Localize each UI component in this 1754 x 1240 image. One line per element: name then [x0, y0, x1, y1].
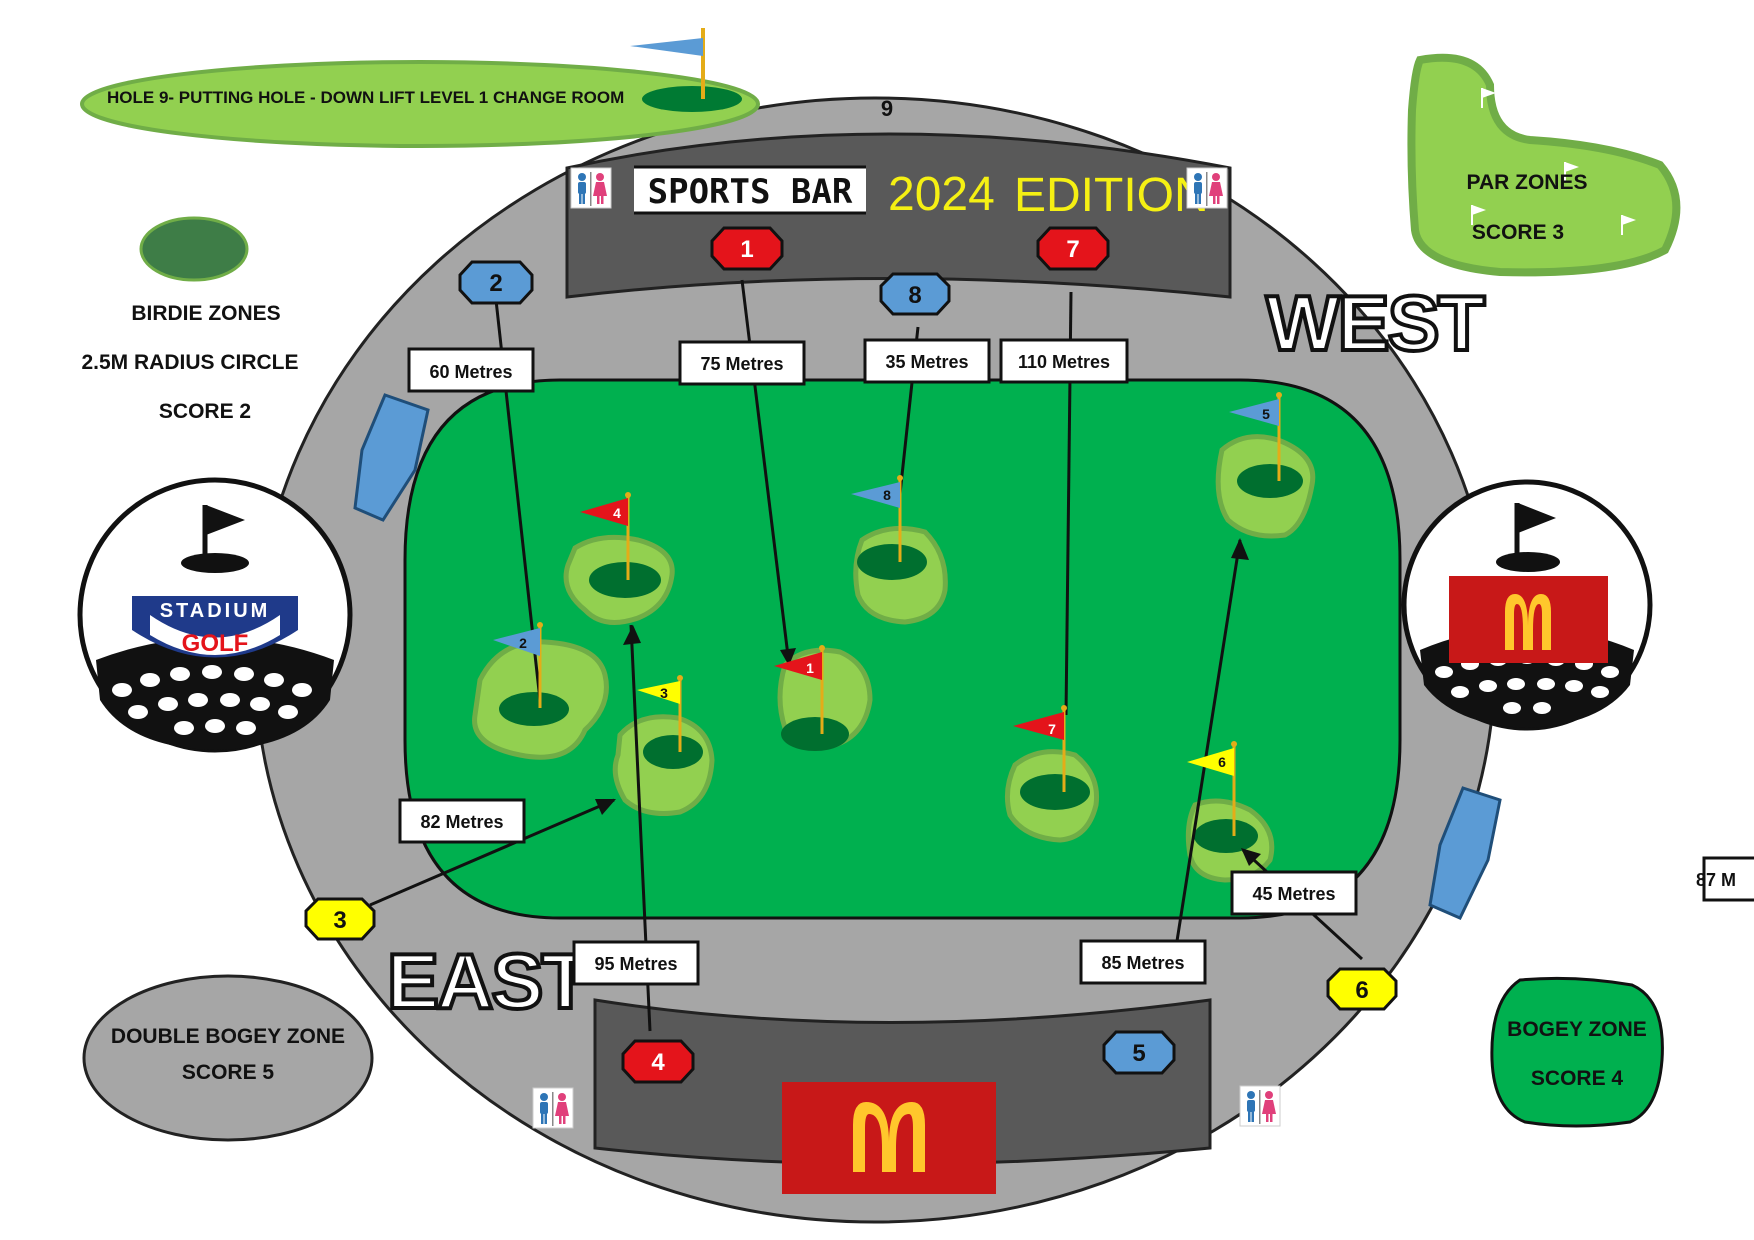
flag-4: 4 [580, 492, 631, 580]
edition-year: 2024 [888, 168, 995, 221]
distance-label-4: 95 Metres [572, 940, 700, 986]
green-flags: 2 4 3 1 8 7 6 5 [493, 392, 1282, 836]
hole9-stadium-marker: 9 [881, 96, 893, 121]
green-3 [612, 714, 715, 816]
hole9-flag [630, 38, 703, 56]
svg-text:85 Metres: 85 Metres [1101, 953, 1184, 973]
par-zones-score: SCORE 3 [1472, 221, 1564, 244]
svg-text:8: 8 [908, 282, 921, 309]
svg-text:3: 3 [333, 907, 346, 934]
tee-marker-6[interactable]: 6 [1326, 967, 1398, 1011]
water-hazard-east [1428, 786, 1502, 920]
par-zones-title: PAR ZONES [1467, 171, 1588, 194]
sports-bar-sign [634, 167, 866, 213]
west-label: WEST [1266, 279, 1485, 367]
green-5 [1215, 434, 1316, 539]
east-label: EAST [387, 937, 588, 1025]
sports-bar-title: SPORTS BAR [648, 172, 853, 212]
svg-text:7: 7 [1048, 721, 1056, 737]
restroom-icon [570, 167, 612, 209]
south-stand [593, 998, 1212, 1166]
svg-text:110 Metres: 110 Metres [1018, 352, 1110, 372]
birdie-zone-title: BIRDIE ZONES [131, 302, 280, 325]
svg-text:82 Metres: 82 Metres [420, 812, 503, 832]
svg-text:87 M: 87 M [1696, 870, 1736, 890]
svg-text:5: 5 [1132, 1040, 1145, 1067]
flag-6: 6 [1187, 741, 1237, 836]
golf-flag-icon [1621, 215, 1636, 235]
tee-marker-8[interactable]: 8 [879, 272, 951, 316]
distance-label-2: 60 Metres [407, 347, 535, 393]
tee-marker-3[interactable]: 3 [304, 897, 376, 941]
tee-marker-2[interactable]: 2 [458, 260, 534, 305]
flag-8: 8 [851, 475, 903, 562]
restroom-icon [532, 1087, 574, 1129]
svg-text:1: 1 [740, 236, 753, 263]
arrowheads [595, 538, 1261, 866]
svg-text:7: 7 [1066, 236, 1079, 263]
golf-flag-icon [1564, 162, 1579, 182]
birdie-zone-radius: 2.5M RADIUS CIRCLE [81, 351, 298, 374]
tee-marker-5[interactable]: 5 [1102, 1030, 1176, 1075]
distance-label-8: 35 Metres [863, 338, 991, 384]
distance-label-offpage: 87 M [1696, 856, 1754, 902]
svg-text:95 Metres: 95 Metres [594, 954, 677, 974]
svg-text:6: 6 [1218, 754, 1226, 770]
restroom-icon [1186, 167, 1228, 209]
green-7 [1004, 749, 1100, 843]
hole9-putting-green [80, 60, 760, 148]
bogey-score: SCORE 4 [1531, 1067, 1624, 1090]
green-4 [563, 534, 675, 625]
flag-7: 7 [1013, 705, 1067, 792]
water-hazard-west [353, 393, 430, 522]
mcdonalds-logo [782, 1082, 996, 1194]
stadium-golf-logo: STADIUM GOLF [77, 477, 353, 753]
distance-label-7: 110 Metres [999, 338, 1129, 384]
svg-text:4: 4 [613, 505, 621, 521]
green-8 [853, 525, 948, 625]
logo-golf-text: GOLF [182, 630, 249, 657]
hole9-cup-area [642, 86, 742, 112]
birdie-zone-score: SCORE 2 [159, 400, 251, 423]
restroom-icon [1239, 1085, 1281, 1127]
double-bogey-title: DOUBLE BOGEY ZONE [111, 1025, 345, 1048]
birdie-zone-swatch [139, 216, 249, 282]
logo-stadium-text: STADIUM [160, 600, 271, 622]
tee-marker-7[interactable]: 7 [1036, 226, 1110, 271]
svg-text:75 Metres: 75 Metres [700, 354, 783, 374]
golf-flag-icon [1471, 205, 1486, 225]
svg-text:4: 4 [651, 1049, 665, 1076]
edition-word: EDITION [1014, 169, 1209, 222]
par-zones-legend: PAR ZONES SCORE 3 [1407, 53, 1681, 277]
bogey-legend: BOGEY ZONE SCORE 4 [1490, 976, 1664, 1128]
mcdonalds-golf-ball [1401, 479, 1653, 731]
distance-label-1: 75 Metres [678, 340, 806, 386]
flag-2: 2 [493, 622, 543, 708]
double-bogey-legend: DOUBLE BOGEY ZONE SCORE 5 [82, 974, 374, 1142]
double-bogey-score: SCORE 5 [182, 1061, 275, 1084]
svg-text:3: 3 [660, 685, 668, 701]
hole9-label: HOLE 9- PUTTING HOLE - DOWN LIFT LEVEL 1… [107, 88, 624, 107]
tee-marker-4[interactable]: 4 [621, 1039, 695, 1084]
svg-text:8: 8 [883, 487, 891, 503]
svg-text:35 Metres: 35 Metres [885, 352, 968, 372]
bogey-title: BOGEY ZONE [1507, 1018, 1647, 1041]
tee-marker-1[interactable]: 1 [710, 226, 784, 271]
distance-label-6: 45 Metres [1230, 870, 1358, 916]
svg-text:6: 6 [1355, 977, 1368, 1004]
svg-text:5: 5 [1262, 406, 1270, 422]
distance-label-3: 82 Metres [398, 798, 526, 844]
flag-5: 5 [1229, 392, 1282, 481]
svg-text:2: 2 [519, 635, 527, 651]
flag-3: 3 [637, 675, 683, 752]
svg-text:60 Metres: 60 Metres [429, 362, 512, 382]
svg-text:45 Metres: 45 Metres [1252, 884, 1335, 904]
svg-text:2: 2 [489, 270, 502, 297]
svg-text:1: 1 [806, 660, 814, 676]
golf-flag-icon [1481, 88, 1496, 108]
flag-1: 1 [774, 645, 825, 734]
distance-label-5: 85 Metres [1079, 939, 1207, 985]
